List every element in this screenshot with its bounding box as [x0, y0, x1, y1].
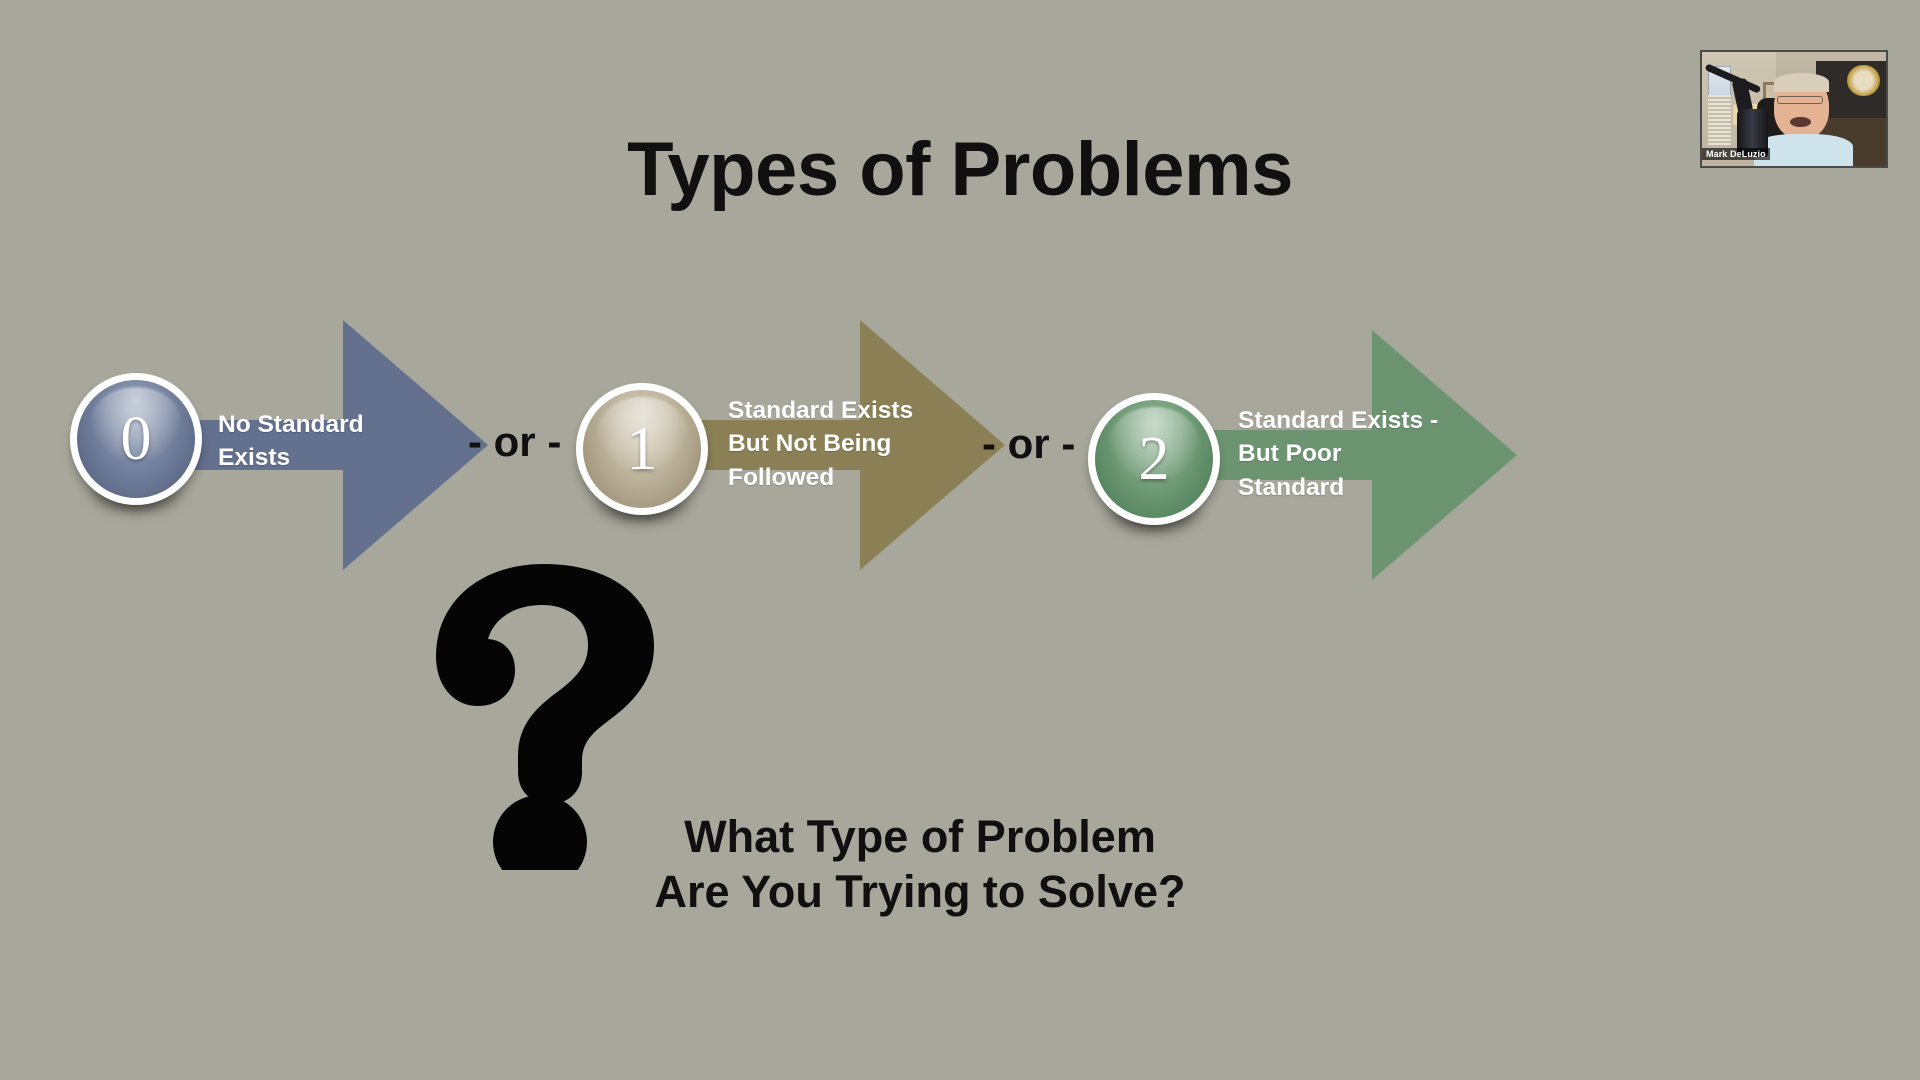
webcam-person-hair — [1773, 72, 1829, 92]
sphere-number-0: 0 — [120, 405, 152, 473]
separator-or-2: - or - — [982, 420, 1076, 467]
arrow-shape-0 — [143, 320, 488, 570]
webcam-thumbnail[interactable]: Mark DeLuzio — [1700, 50, 1888, 168]
sphere-gloss-1 — [595, 397, 688, 471]
separator-or-1: - or - — [468, 418, 562, 465]
webcam-person-shirt — [1753, 134, 1853, 166]
sphere-inner-0 — [77, 380, 195, 498]
arrow-shape-1 — [660, 320, 1005, 570]
page-title: Types of Problems — [627, 127, 1293, 212]
webcam-blinds — [1707, 95, 1732, 146]
question-mark-icon — [430, 560, 660, 870]
sphere-number-2: 2 — [1138, 425, 1170, 493]
sphere-step-1[interactable]: 1 — [576, 383, 708, 515]
sphere-inner-1 — [583, 390, 701, 508]
sphere-step-0[interactable]: 0 — [70, 373, 202, 505]
webcam-participant-name: Mark DeLuzio — [1702, 148, 1770, 160]
sphere-gloss-0 — [89, 387, 182, 461]
sphere-step-2[interactable]: 2 — [1088, 393, 1220, 525]
sphere-number-1: 1 — [626, 415, 658, 483]
arrow-shape-2 — [1172, 330, 1517, 580]
sphere-inner-2 — [1095, 400, 1213, 518]
bottom-question-text: What Type of Problem Are You Trying to S… — [654, 811, 1186, 917]
step-label-1: Standard Exists But Not Being Followed — [728, 397, 914, 491]
webcam-person-mouth — [1790, 116, 1811, 128]
sphere-gloss-2 — [1107, 407, 1200, 481]
webcam-video-frame — [1702, 52, 1886, 166]
step-label-2: Standard Exists - But Poor Standard — [1238, 407, 1439, 501]
webcam-person-glasses — [1777, 96, 1824, 105]
step-label-0: No Standard Exists — [218, 411, 364, 472]
webcam-wall-clock — [1847, 64, 1881, 97]
